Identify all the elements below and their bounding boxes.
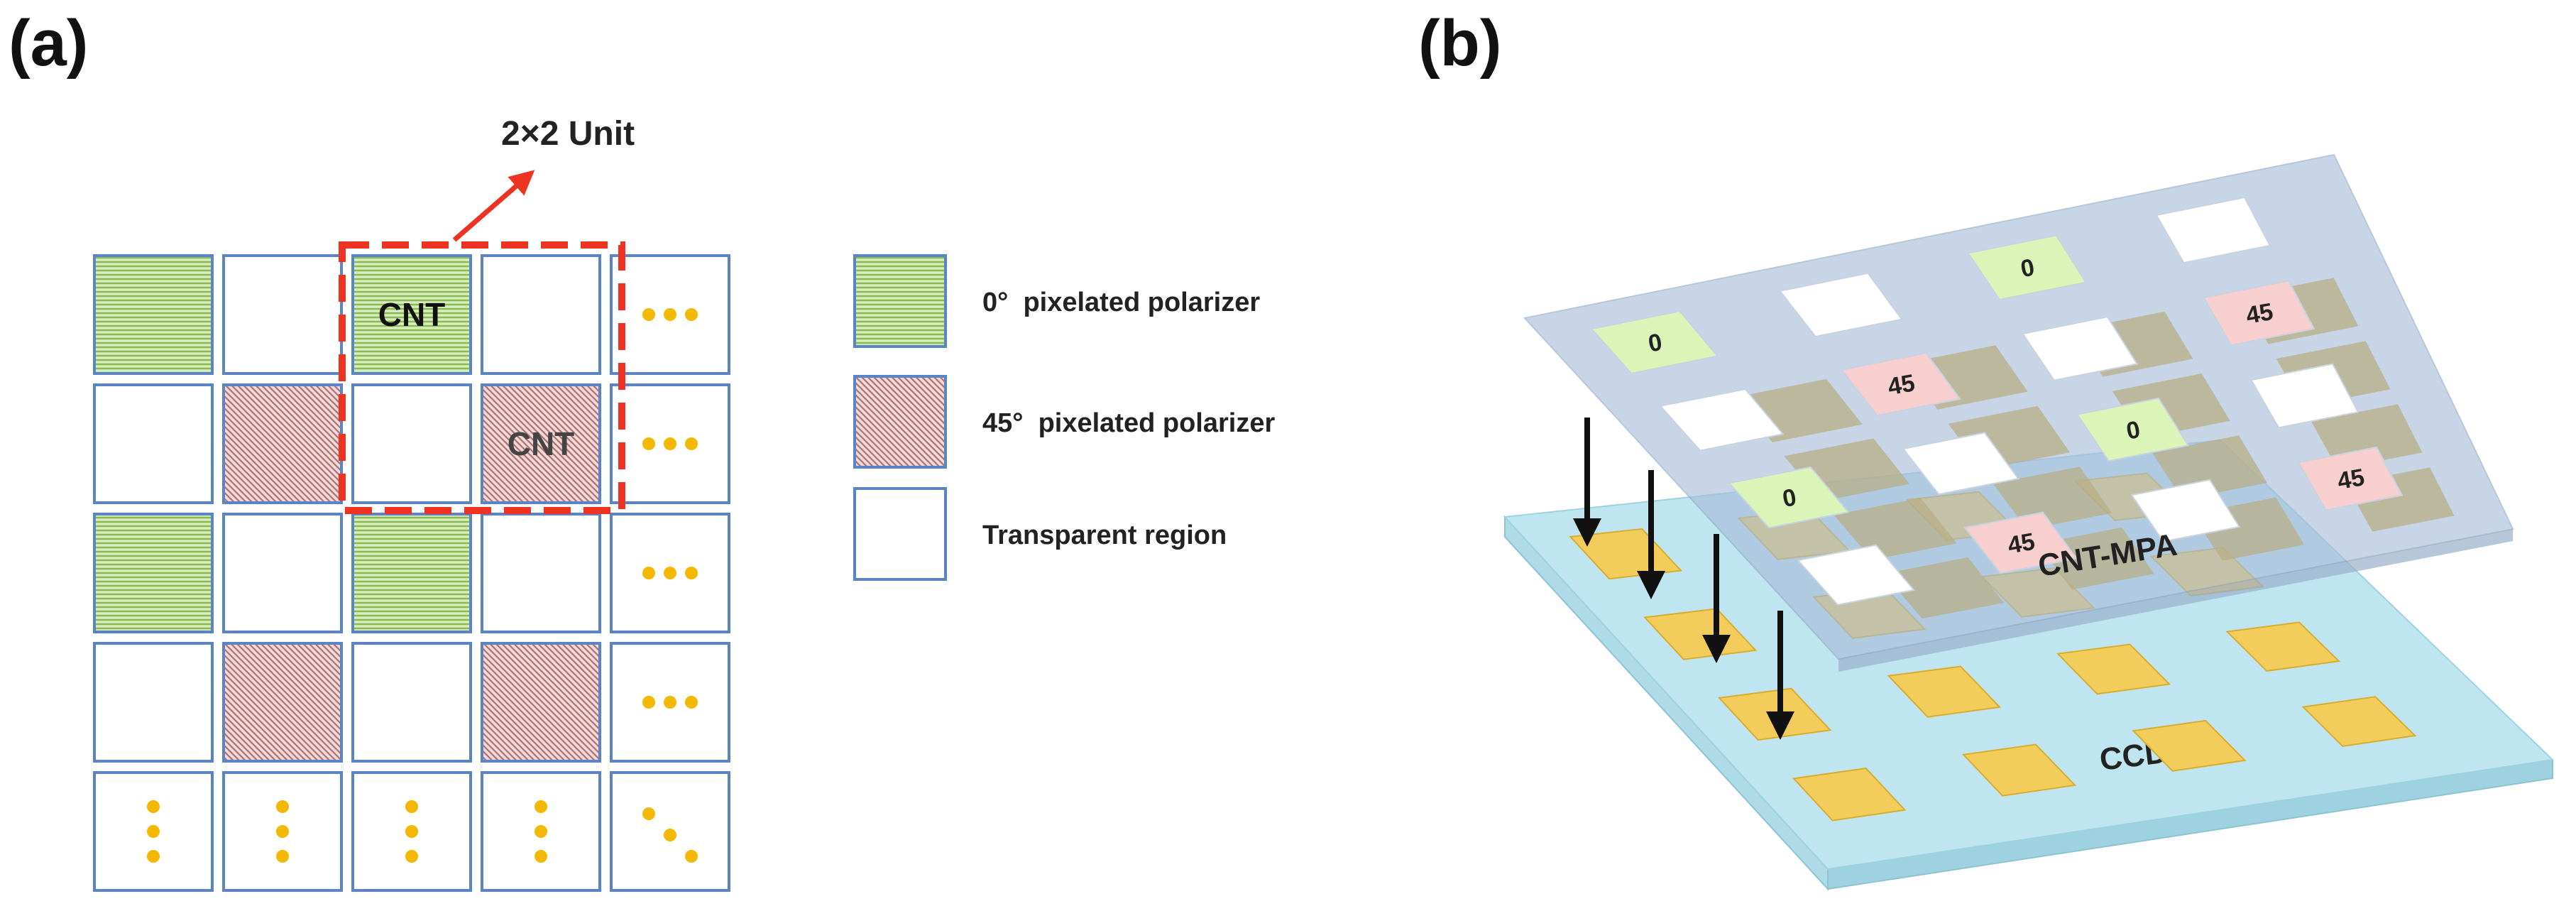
shadow-pad [2037,527,2154,590]
ccd-pixel-pad [1962,743,2077,797]
ellipsis-dot [276,825,289,838]
cnt-cell-label: CNT [378,296,446,333]
unit-outline [339,241,625,514]
tile-transparent [2155,196,2271,264]
ellipsis-dot [535,825,547,838]
tile-zero [2076,397,2190,462]
ellipsis-dot [685,567,698,579]
shadow-pad [1883,557,2005,619]
ellipsis-dot [664,696,676,709]
ellipsis-dot [535,800,547,813]
ellipsis-dot [664,308,676,321]
ellipsis-dot [664,829,676,841]
tile-45 [2203,280,2315,347]
tile-45 [2297,446,2404,511]
ccd-pixel-pad [2225,621,2341,672]
cell-45-polarizer [481,642,601,763]
cell-transparent [351,383,472,504]
tile-45-label: 45 [2335,464,2367,495]
cell-45-polarizer [222,383,343,504]
ellipsis-dot [685,308,698,321]
shadow-pad [1834,498,1957,560]
cell-transparent [351,642,472,763]
cell-transparent [93,642,214,763]
tile-transparent [2130,479,2241,542]
cell-transparent [481,513,601,633]
tile-45 [1840,351,1961,417]
tile-transparent [2021,316,2139,381]
ellipsis-dot [535,850,547,863]
tile-45-label: 45 [2006,528,2037,560]
ellipsis-dot [685,850,698,863]
ellipsis-dot [664,567,676,579]
unit-label: 2×2 Unit [501,115,635,153]
cell-transparent [222,513,343,633]
legend: 0° pixelated polarizer 45° pixelated pol… [853,254,1275,581]
cell-transparent [222,254,343,375]
cell-zero-polarizer [351,513,472,633]
tile-transparent [1778,272,1903,338]
ccd-pixel-pad [2056,643,2171,695]
legend-swatch-zero [853,254,947,348]
ellipsis-dot [276,800,289,813]
cell-45-polarizer [481,383,601,504]
tile-transparent [1902,432,2020,496]
legend-label-zero: 0° pixelated polarizer [982,288,1260,317]
ellipsis-dot [642,567,655,579]
tile-transparent [1796,544,1916,606]
ellipsis-dot [642,437,655,450]
cell-zero-polarizer [93,254,214,375]
alignment-arrows [1573,418,1794,740]
ccd-pixel-pad [1792,768,1907,822]
cell-zero-polarizer [351,254,472,375]
ellipsis-dot [276,850,289,863]
cell-transparent [222,771,343,892]
legend-label-transparent: Transparent region [982,520,1227,550]
mpa-side [1838,529,2513,672]
legend-swatch-transparent [853,487,947,581]
ellipsis-dot [685,437,698,450]
tile-45-label: 45 [1886,369,1917,400]
ellipsis-dot [685,696,698,709]
ccd-pixel-pad [2301,696,2417,747]
ellipsis-dot [664,437,676,450]
ellipsis-dot [642,696,655,709]
cell-45-polarizer [222,642,343,763]
shadow-pad [2311,404,2423,469]
tile-45 [1963,511,2078,574]
cell-transparent [481,254,601,375]
shadow-pad [2152,435,2267,500]
tile-zero [1728,466,1850,529]
ccd-pixel-pad [1887,665,2002,718]
ellipsis-dot [405,850,418,863]
ellipsis-dot [147,825,160,838]
tile-transparent [2249,363,2359,429]
tile-zero [1590,310,1719,374]
panel-b-label: (b) [1418,7,1501,80]
panel-a-label: (a) [9,7,88,80]
cell-zero-polarizer [93,513,214,633]
cell-transparent [93,383,214,504]
legend-label-45: 45° pixelated polarizer [982,408,1275,438]
ellipsis-dot [642,308,655,321]
ellipsis-dot [642,807,655,820]
ellipsis-dot [405,800,418,813]
ccd-pixel-pad [2132,719,2247,772]
pixel-grid: CNT CNT [93,254,730,892]
ellipsis-dot [147,800,160,813]
tile-transparent [1659,388,1785,452]
unit-arrow [452,170,535,242]
tile-45-label: 45 [2244,298,2275,329]
tile-zero [1967,234,2088,301]
shadow-pad [1993,467,2112,530]
ellipsis-dot [147,850,160,863]
legend-swatch-45 [853,375,947,469]
cnt-cell-label: CNT [508,425,575,462]
ellipsis-dot [405,825,418,838]
